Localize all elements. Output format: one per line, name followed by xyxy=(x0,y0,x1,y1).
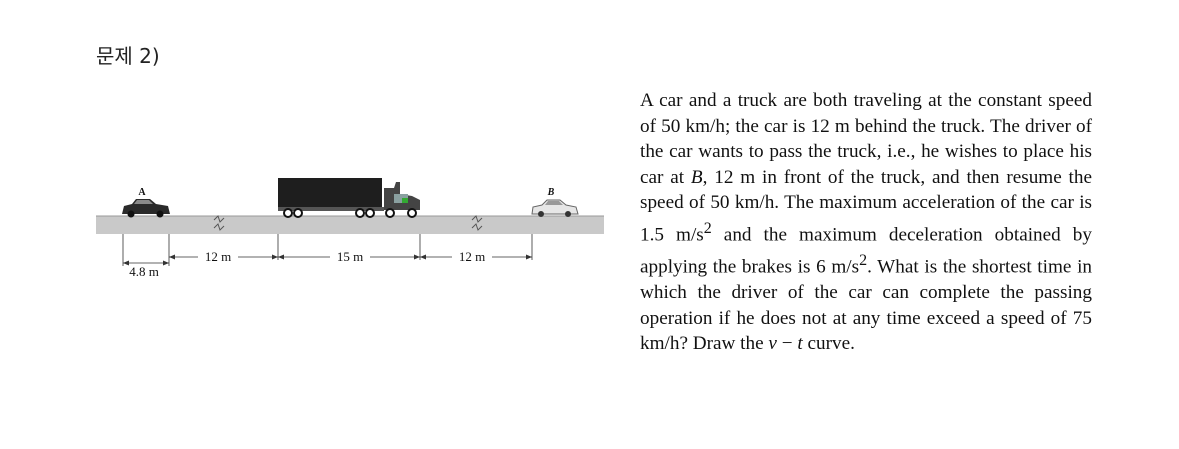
problem-text-2: , 12 m in front of the truck, and then r… xyxy=(640,166,1092,246)
car-a xyxy=(122,199,170,218)
dim-truck-length: 15 m xyxy=(337,249,363,264)
problem-text-1: A car and a truck are both traveling at … xyxy=(640,90,1092,188)
label-a: A xyxy=(138,187,146,198)
exponent-1: 2 xyxy=(703,219,712,237)
problem-text-3: and the maximum deceleration obtained by… xyxy=(640,224,1092,278)
time-symbol: t xyxy=(797,333,803,355)
break-mark-right xyxy=(471,215,483,231)
car-b xyxy=(531,199,579,217)
problem-heading: 문제 2) xyxy=(96,44,160,68)
truck xyxy=(278,178,420,218)
problem-text-4: . What is the shortest time in which the… xyxy=(640,256,1092,355)
exponent-2: 2 xyxy=(859,251,868,269)
dim-gap-behind: 12 m xyxy=(205,249,231,264)
road xyxy=(96,216,604,234)
dim-car-length: 4.8 m xyxy=(129,264,159,279)
dash: − xyxy=(776,333,798,355)
point-b: B xyxy=(690,166,703,188)
problem-statement: A car and a truck are both traveling at … xyxy=(640,88,1092,357)
velocity-symbol: v xyxy=(768,333,777,355)
problem-text-5: curve. xyxy=(802,333,855,355)
passing-diagram: A B xyxy=(96,178,604,279)
break-mark-left xyxy=(213,215,225,231)
dim-gap-ahead: 12 m xyxy=(459,249,485,264)
label-b: B xyxy=(547,187,555,198)
